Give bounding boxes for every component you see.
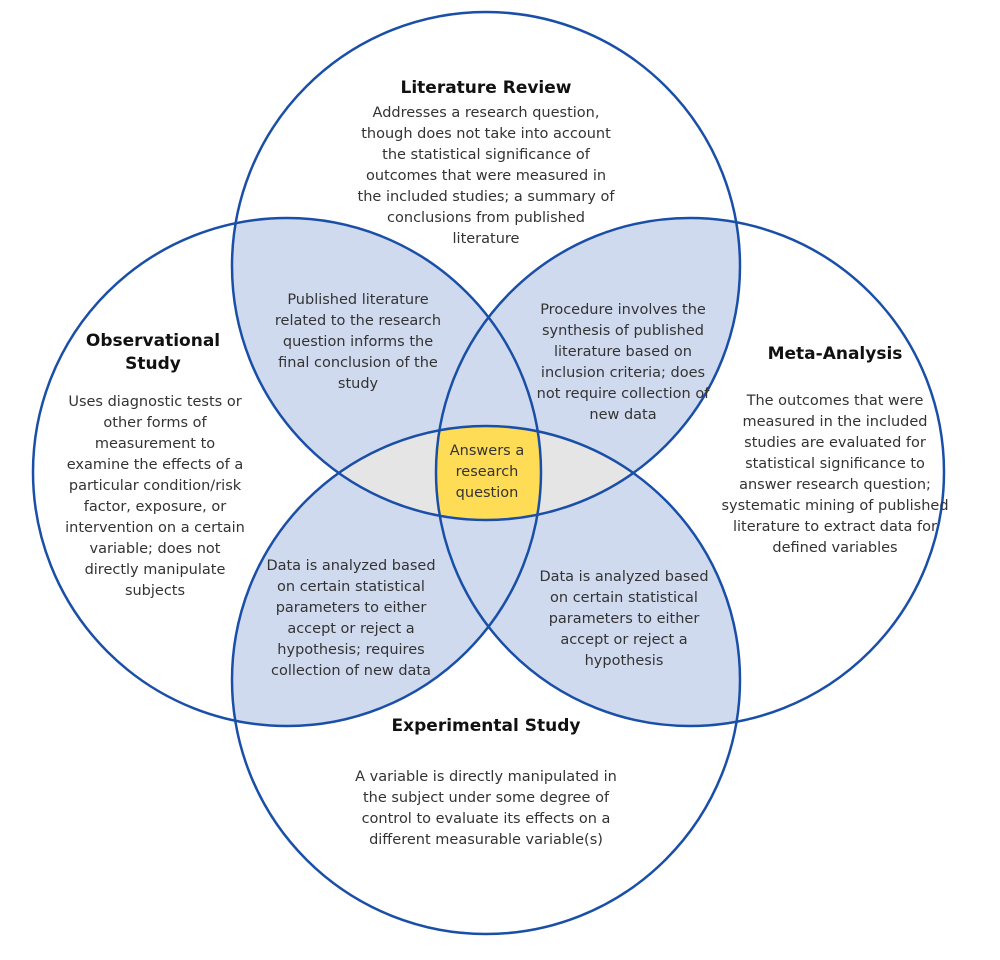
text-overlap-literature-observational: Published literature related to the rese… xyxy=(274,292,442,392)
title-literature-review: Literature Review xyxy=(400,78,572,98)
description-literature-review: Addresses a research question, though do… xyxy=(357,105,615,247)
description-meta-analysis: The outcomes that were measured in the i… xyxy=(721,393,949,556)
title-observational-study: Observational Study xyxy=(85,331,221,374)
text-overlap-observational-experimental: Data is analyzed based on certain statis… xyxy=(266,558,436,679)
description-experimental-study: A variable is directly manipulated in th… xyxy=(355,769,617,848)
title-meta-analysis: Meta-Analysis xyxy=(767,344,903,364)
circle-experimental-study xyxy=(230,424,742,936)
title-experimental-study: Experimental Study xyxy=(391,716,581,736)
text-overlap-literature-meta: Procedure involves the synthesis of publ… xyxy=(536,302,710,423)
circle-meta-analysis xyxy=(434,216,946,728)
circle-literature-review xyxy=(230,10,742,522)
circle-observational-study xyxy=(31,216,543,728)
description-observational-study: Uses diagnostic tests or other forms of … xyxy=(65,394,245,599)
text-overlap-meta-experimental: Data is analyzed based on certain statis… xyxy=(539,569,709,669)
text-overlap-center: Answers a research question xyxy=(449,443,525,501)
